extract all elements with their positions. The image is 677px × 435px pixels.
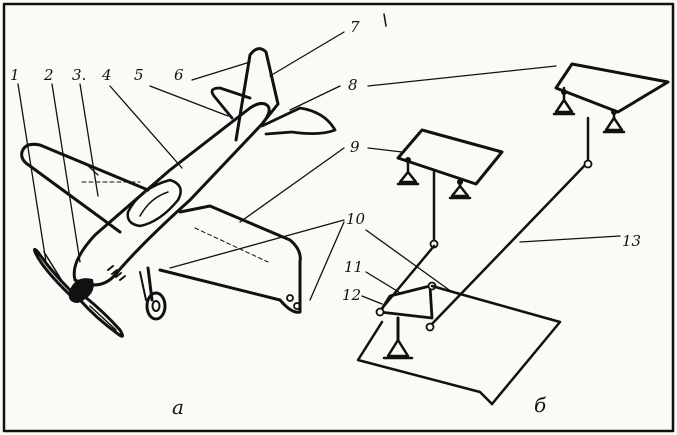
support-scheme: [356, 62, 670, 406]
floor-rail-left: [356, 320, 494, 406]
right-wing-panel: [194, 227, 269, 263]
platform-9: [396, 128, 504, 186]
canopy-frame: [139, 191, 169, 217]
jack-9-left: [396, 157, 420, 186]
jack-12: [382, 316, 414, 360]
tie-rod-13: [428, 116, 590, 328]
platform-8: [554, 62, 670, 114]
canopy: [126, 178, 182, 228]
right-wing-mount-2: [293, 302, 301, 310]
label-1: 1: [10, 66, 20, 84]
label-2: 2: [43, 66, 54, 84]
joint-12-c: [375, 307, 385, 317]
caption-a: а: [172, 395, 184, 419]
label-7: 7: [350, 18, 360, 36]
landing-gear-wheel: [145, 291, 167, 321]
label-5: 5: [134, 66, 144, 84]
label-4: 4: [101, 66, 112, 84]
label-9: 9: [350, 138, 360, 156]
right-stabilizer: [260, 106, 337, 136]
joint-12-b: [425, 322, 435, 332]
stray-mark: [383, 13, 387, 27]
vertical-fin: [234, 47, 280, 142]
label-13: 13: [622, 232, 641, 250]
propeller-blade-upper-inner: [43, 251, 65, 285]
landing-gear-hub: [151, 300, 161, 312]
fuselage: [72, 101, 271, 287]
left-wing-detail: [84, 162, 99, 176]
propeller-blade-lower: [78, 294, 125, 338]
joint-13-top: [583, 159, 593, 169]
left-wing: [20, 142, 150, 234]
label-8: 8: [348, 76, 358, 94]
airplane: [20, 47, 337, 338]
landing-gear-brace: [139, 271, 147, 301]
jack-9-right: [448, 178, 472, 200]
propeller-blade-upper: [32, 247, 72, 297]
label-3: 3.: [72, 66, 86, 84]
right-wing: [158, 204, 302, 314]
leader-lines: [17, 13, 621, 305]
jack-8-left: [552, 86, 576, 116]
exhaust-stubs: [107, 265, 126, 281]
platform-12: [378, 284, 434, 320]
right-wing-mount-1: [286, 294, 294, 302]
label-12: 12: [342, 286, 361, 304]
floor-rail-right: [430, 284, 562, 406]
label-10: 10: [346, 210, 366, 228]
label-6: 6: [174, 66, 184, 84]
left-stabilizer: [210, 86, 252, 120]
propeller-spinner: [68, 278, 94, 304]
label-11: 11: [344, 258, 363, 276]
propeller-blade-lower-inner: [89, 305, 117, 331]
jack-8-right: [602, 108, 626, 134]
caption-b: б: [534, 393, 547, 417]
